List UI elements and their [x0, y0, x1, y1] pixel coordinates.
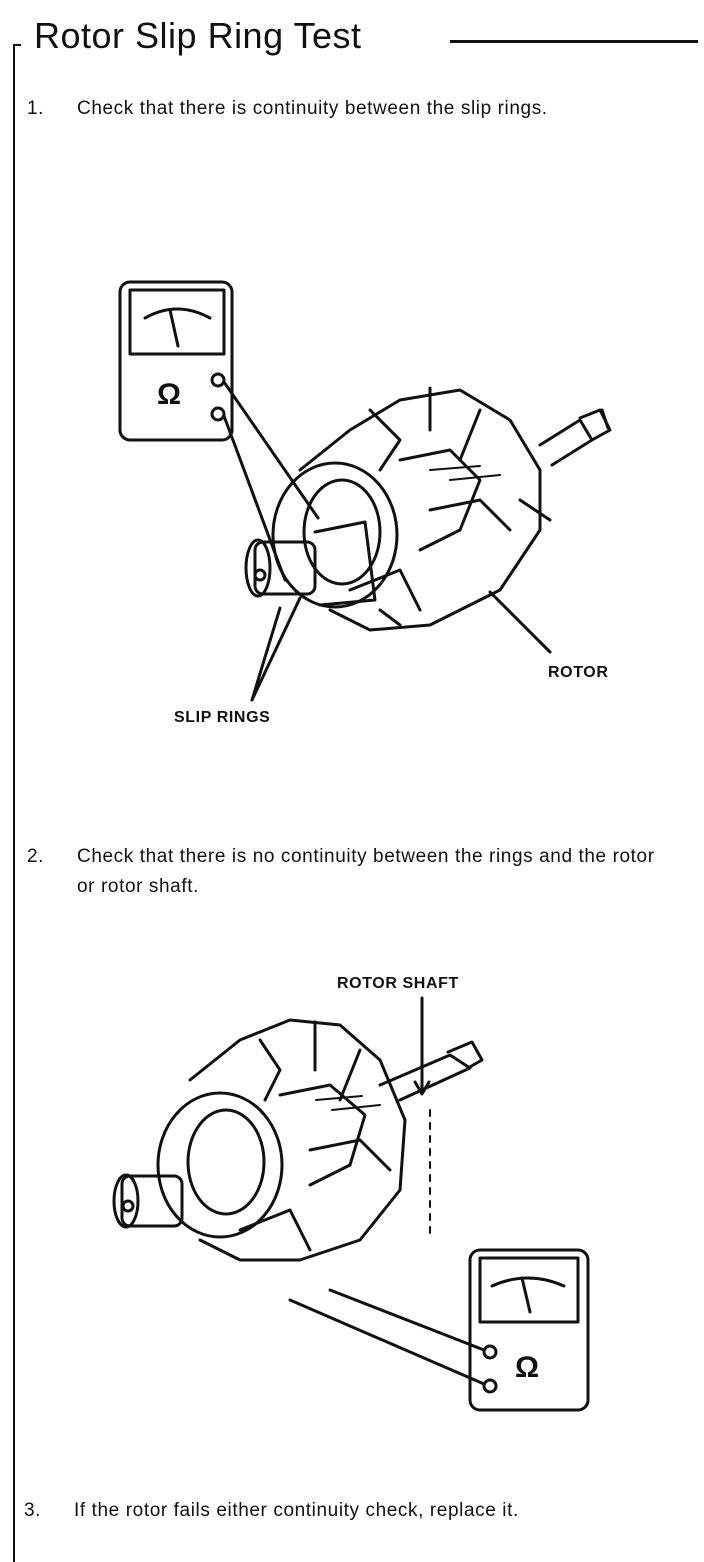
ohm-symbol: Ω: [157, 378, 182, 411]
left-margin-rule: [13, 44, 15, 1562]
left-margin-tick: [13, 44, 21, 46]
test-lead-2: [288, 1298, 486, 1386]
slip-ring-pointer-2: [250, 596, 302, 702]
rotor-illustration-icon: [244, 386, 612, 632]
rotor-shaft-insulation-figure: [112, 996, 590, 1412]
step-number: 1.: [27, 98, 45, 119]
slip-ring-pointer-1: [250, 606, 282, 702]
rotor-shaft-label: ROTOR SHAFT: [337, 975, 459, 992]
slip-ring-continuity-figure: [118, 280, 612, 702]
step-number: 2.: [27, 846, 45, 867]
ohmmeter-icon: [468, 1248, 590, 1412]
test-lead-1: [222, 380, 320, 520]
test-lead-1: [328, 1288, 486, 1352]
ohmmeter-icon: [118, 280, 234, 442]
rotor-label: ROTOR: [548, 664, 609, 681]
page-title: Rotor Slip Ring Test: [34, 15, 362, 56]
rotor-illustration-icon: [112, 1018, 484, 1262]
slip-rings-label: SLIP RINGS: [174, 709, 271, 726]
step-text: Check that there is continuity between t…: [77, 98, 548, 119]
ohm-symbol: Ω: [515, 1351, 540, 1384]
step-text: Check that there is no continuity betwee…: [77, 846, 655, 897]
step-number: 3.: [24, 1500, 42, 1521]
step-text: If the rotor fails either continuity che…: [74, 1500, 519, 1521]
title-rule: [450, 40, 698, 43]
